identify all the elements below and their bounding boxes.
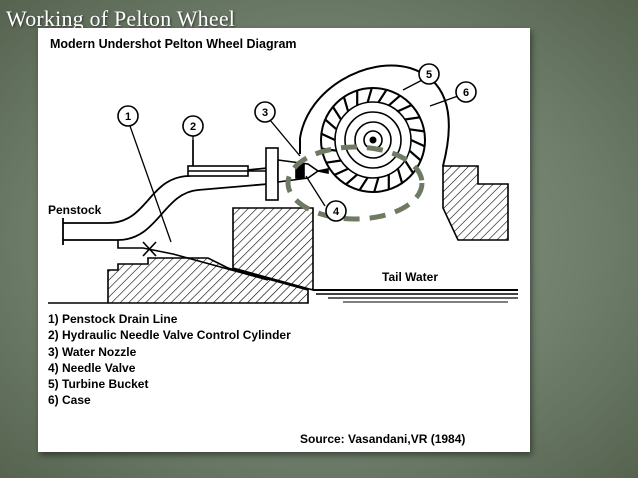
turbine-bucket	[404, 116, 420, 121]
tail-water-label: Tail Water	[382, 270, 439, 284]
turbine-bucket	[345, 173, 358, 186]
callout-6: 6	[455, 81, 477, 103]
slide-title: Working of Pelton Wheel	[6, 6, 236, 31]
wheel-case	[299, 64, 450, 167]
turbine-bucket	[397, 104, 412, 113]
svg-text:3: 3	[262, 107, 268, 119]
nozzle-highlight	[285, 144, 425, 222]
legend-item: 3) Water Nozzle	[48, 344, 137, 359]
legend-item: 6) Case	[48, 393, 91, 408]
svg-text:5: 5	[426, 69, 432, 81]
turbine-bucket	[324, 118, 338, 131]
turbine-bucket	[373, 177, 380, 193]
foundation	[48, 165, 509, 304]
callout-2: 2	[182, 115, 204, 137]
diagram-title: Modern Undershot Pelton Wheel Diagram	[50, 37, 297, 51]
turbine-bucket	[326, 159, 342, 164]
turbine-bucket	[320, 132, 336, 142]
legend-item: 5) Turbine Bucket	[48, 377, 149, 392]
legend: 1) Penstock Drain Line 2) Hydraulic Need…	[48, 311, 291, 409]
drain-line	[117, 240, 269, 281]
turbine-bucket	[409, 128, 425, 133]
turbine-bucket	[388, 94, 401, 107]
turbine-bucket	[334, 167, 349, 176]
turbine-bucket	[396, 168, 404, 184]
source-credit: Source: Vasandani,VR (1984)	[300, 432, 466, 446]
turbine-bucket	[404, 159, 415, 174]
turbine-bucket	[377, 89, 388, 103]
tail-water	[313, 289, 518, 303]
callout-5: 5	[418, 63, 440, 85]
turbine-bucket	[342, 96, 350, 112]
penstock-label: Penstock	[48, 203, 102, 217]
callout-3: 3	[254, 101, 276, 123]
callouts: 1 2 3 4 5	[117, 63, 477, 222]
svg-text:6: 6	[463, 87, 469, 99]
penstock-pipe	[62, 167, 269, 245]
svg-text:2: 2	[190, 121, 196, 133]
water-nozzle	[265, 147, 329, 201]
pelton-wheel-drawing: 1 2 3 4 5	[48, 63, 518, 304]
turbine-bucket	[331, 106, 342, 121]
diagram-panel: 1 2 3 4 5	[38, 28, 530, 452]
callout-1: 1	[117, 105, 139, 127]
turbine-bucket	[366, 87, 373, 103]
turbine-bucket	[410, 138, 426, 148]
svg-text:1: 1	[125, 111, 131, 123]
legend-item: 2) Hydraulic Needle Valve Control Cylind…	[48, 328, 291, 343]
legend-item: 1) Penstock Drain Line	[48, 312, 178, 326]
legend-item: 4) Needle Valve	[48, 360, 136, 375]
turbine-runner	[320, 87, 426, 193]
svg-text:4: 4	[333, 206, 340, 218]
callout-4: 4	[325, 200, 347, 222]
turbine-bucket	[408, 149, 422, 162]
turbine-bucket	[358, 177, 369, 191]
